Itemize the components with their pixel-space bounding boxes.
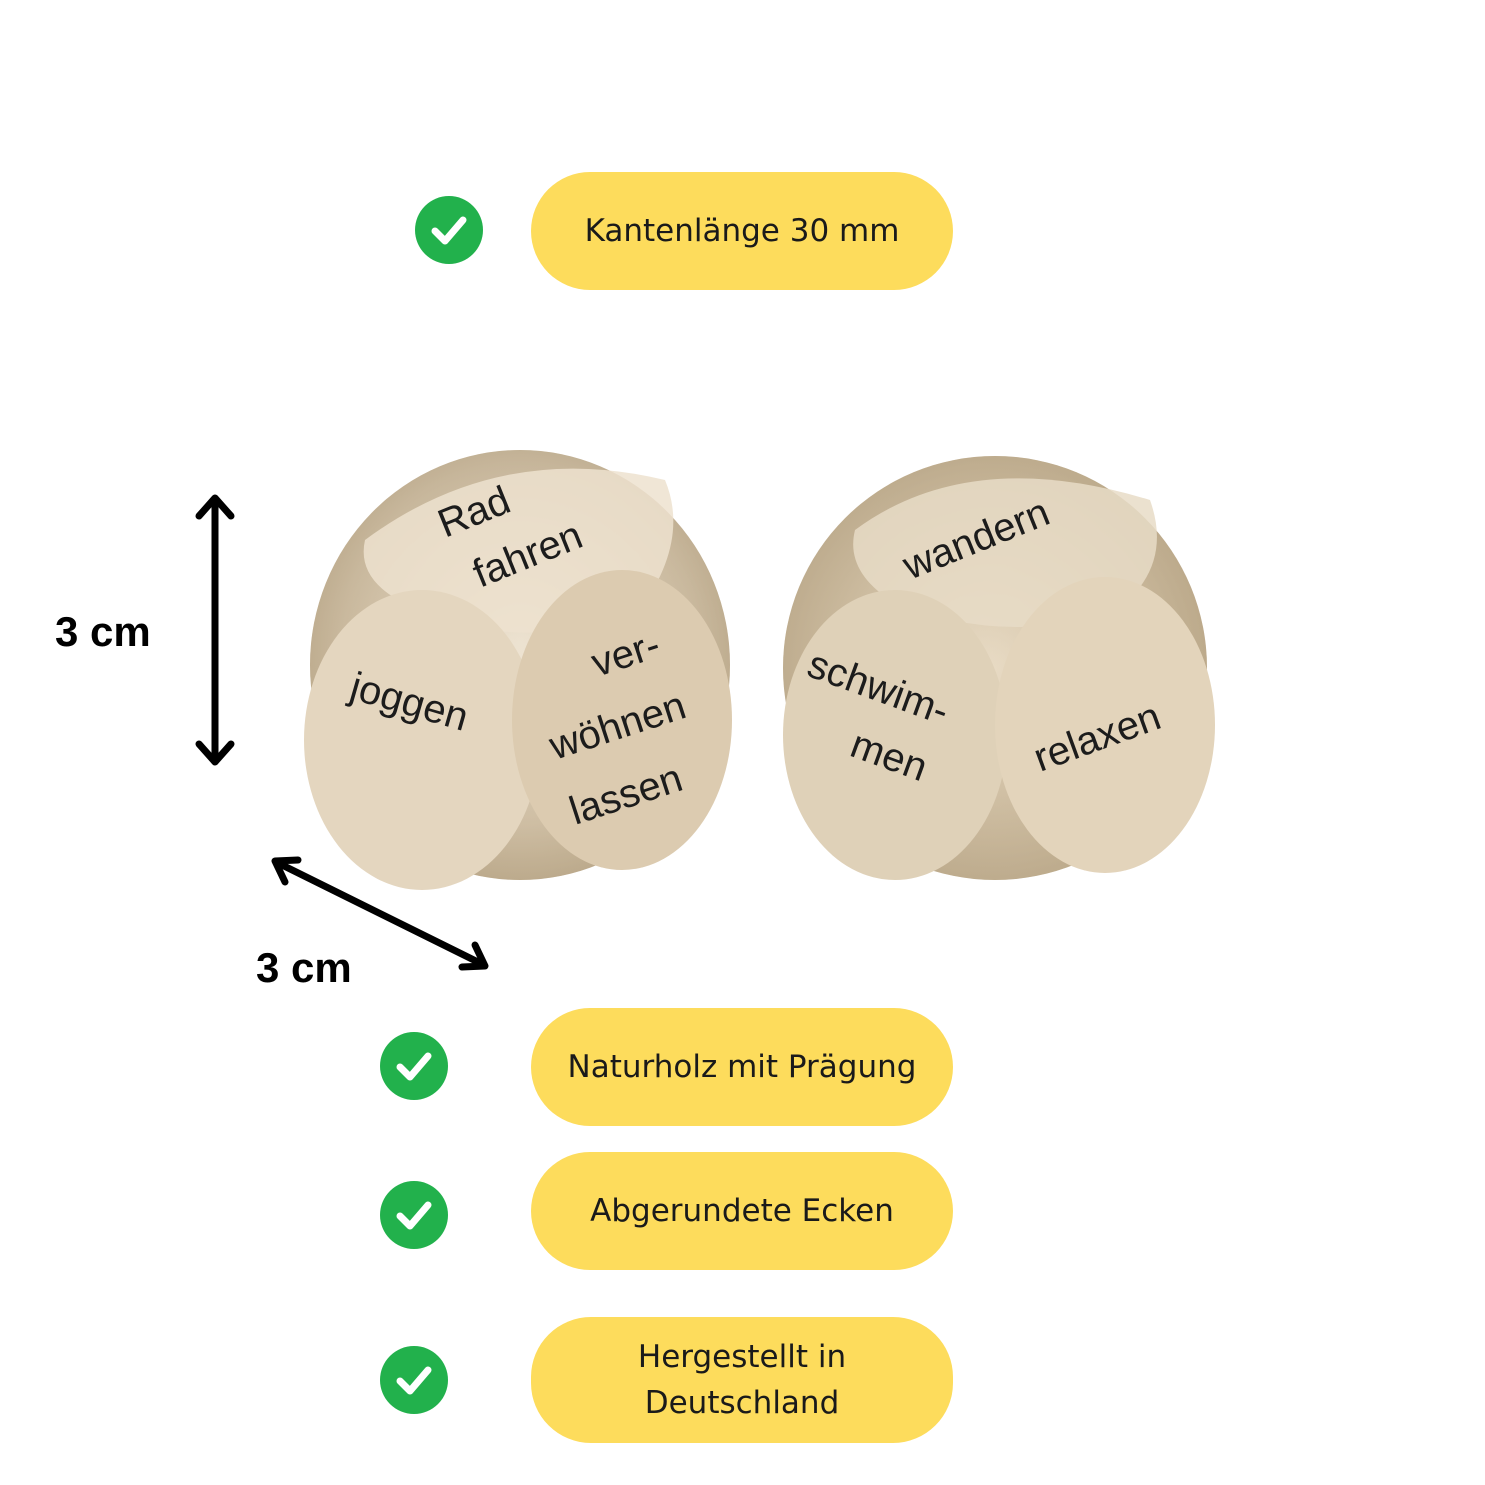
feature-made-in-line2: Deutschland bbox=[644, 1385, 840, 1421]
dice-photo: Rad fahren joggen ver- wöhnen lassen wan… bbox=[304, 450, 1215, 890]
feature-material: Naturholz mit Prägung bbox=[531, 1008, 953, 1126]
feature-edge-length: Kantenlänge 30 mm bbox=[531, 172, 953, 290]
right-die: wandern schwim- men relaxen bbox=[783, 456, 1215, 880]
check-icon bbox=[380, 1032, 448, 1100]
feature-edge-length-text: Kantenlänge 30 mm bbox=[584, 212, 900, 249]
feature-made-in-line1: Hergestellt in bbox=[637, 1338, 847, 1375]
check-icon bbox=[380, 1181, 448, 1249]
feature-corners: Abgerundete Ecken bbox=[531, 1152, 953, 1270]
check-icon bbox=[415, 196, 483, 264]
vertical-double-arrow-icon bbox=[195, 494, 235, 766]
feature-corners-text: Abgerundete Ecken bbox=[590, 1192, 894, 1229]
depth-dimension-label: 3 cm bbox=[256, 944, 352, 991]
left-die: Rad fahren joggen ver- wöhnen lassen bbox=[304, 450, 732, 890]
feature-made-in: Hergestellt in Deutschland bbox=[531, 1317, 953, 1443]
check-icon bbox=[380, 1346, 448, 1414]
height-dimension-label: 3 cm bbox=[55, 608, 151, 655]
feature-material-text: Naturholz mit Prägung bbox=[567, 1048, 917, 1085]
diagonal-double-arrow-icon bbox=[271, 856, 489, 971]
